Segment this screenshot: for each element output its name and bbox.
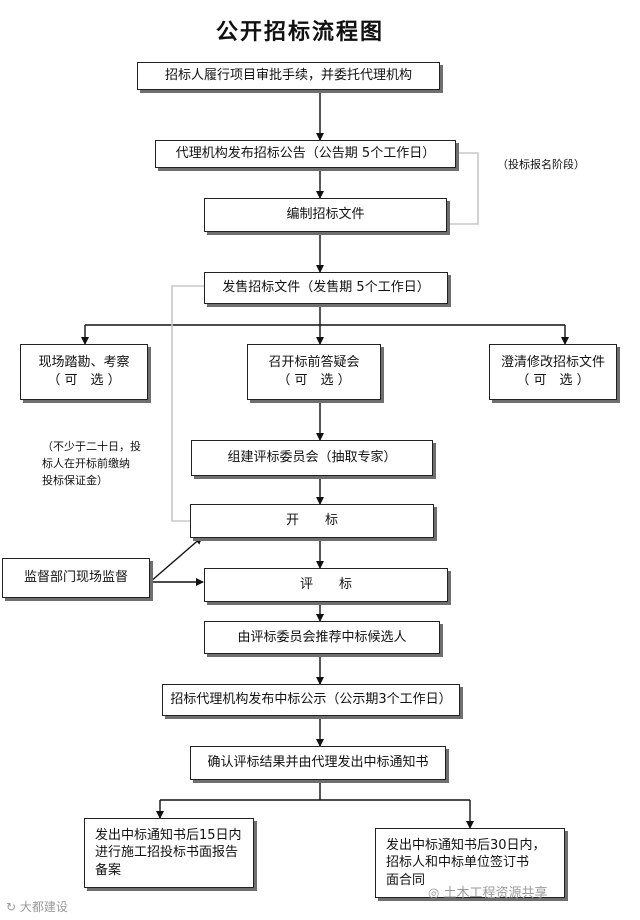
watermark-right-text: 土木工程资源共享 [443, 886, 548, 901]
report-line-3: 备案 [95, 862, 122, 878]
step-bid-opening: 开 标 [190, 504, 434, 538]
watermark-left: ↻ 大都建设 [6, 898, 68, 915]
step-bid-evaluation: 评 标 [204, 568, 448, 602]
deposit-line-3: 投标保证金） [42, 474, 108, 488]
deposit-line-2: 标人在开标前缴纳 [42, 457, 130, 471]
arrow-supervision-to-s7 [149, 536, 203, 583]
watermark-right: ◎ 土木工程资源共享 [428, 882, 548, 901]
report-line-2: 进行施工招投标书面报告 [95, 845, 239, 861]
step-sell-documents: 发售招标文件（发售期 5个工作日） [204, 272, 448, 304]
clarify-line-2: （ 可 选 ） [516, 373, 590, 388]
contract-line-3: 面合同 [386, 872, 426, 888]
page-title: 公开招标流程图 [215, 20, 384, 45]
step-prepare-documents: 编制招标文件 [204, 198, 447, 232]
step-clarify-documents: 澄清修改招标文件 （ 可 选 ） [489, 344, 617, 400]
step-report-filing: 发出中标通知书后15日内 进行施工招投标书面报告 备案 [84, 818, 254, 888]
step-approval-entrust: 招标人履行项目审批手续，并委托代理机构 [137, 62, 440, 90]
step-publicize-winner: 招标代理机构发布中标公示（公示期3个工作日） [162, 684, 460, 716]
step-prebid-meeting: 召开标前答疑会 （ 可 选 ） [247, 344, 381, 400]
step-sign-contract: 发出中标通知书后30日内， 招标人和中标单位签订书 面合同 [375, 828, 565, 898]
step-issue-award-notice: 确认评标结果并由代理发出中标通知书 [190, 746, 446, 780]
supervision-box: 监督部门现场监督 [2, 558, 150, 598]
wechat-icon: ◎ [428, 886, 440, 901]
watermark-left-text: 大都建设 [19, 900, 68, 914]
loop-deposit-period [171, 285, 204, 522]
loop-bidding-stage [447, 152, 479, 225]
step-site-visit: 现场踏勘、考察 （ 可 选 ） [20, 344, 148, 400]
deposit-line-1: （不少于二十日，投 [42, 440, 141, 453]
site-visit-line-1: 现场踏勘、考察 [38, 355, 130, 371]
step-recommend-candidate: 由评标委员会推荐中标候选人 [204, 621, 440, 654]
report-line-1: 发出中标通知书后15日内 [95, 827, 242, 843]
contract-line-2: 招标人和中标单位签订书 [386, 855, 530, 871]
clarify-line-1: 澄清修改招标文件 [500, 355, 605, 371]
prebid-line-1: 召开标前答疑会 [268, 355, 360, 371]
note-deposit: （不少于二十日，投 标人在开标前缴纳 投标保证金） [42, 438, 141, 489]
prebid-line-2: （ 可 选 ） [277, 373, 351, 388]
step-form-committee: 组建评标委员会（抽取专家） [191, 440, 433, 476]
note-bidding-stage: （投标报名阶段） [497, 158, 585, 171]
step-publish-notice: 代理机构发布招标公告（公告期 5个工作日） [155, 140, 456, 168]
weibo-icon: ↻ [6, 900, 17, 914]
contract-line-1: 发出中标通知书后30日内， [386, 837, 546, 853]
site-visit-line-2: （ 可 选 ） [47, 373, 121, 388]
